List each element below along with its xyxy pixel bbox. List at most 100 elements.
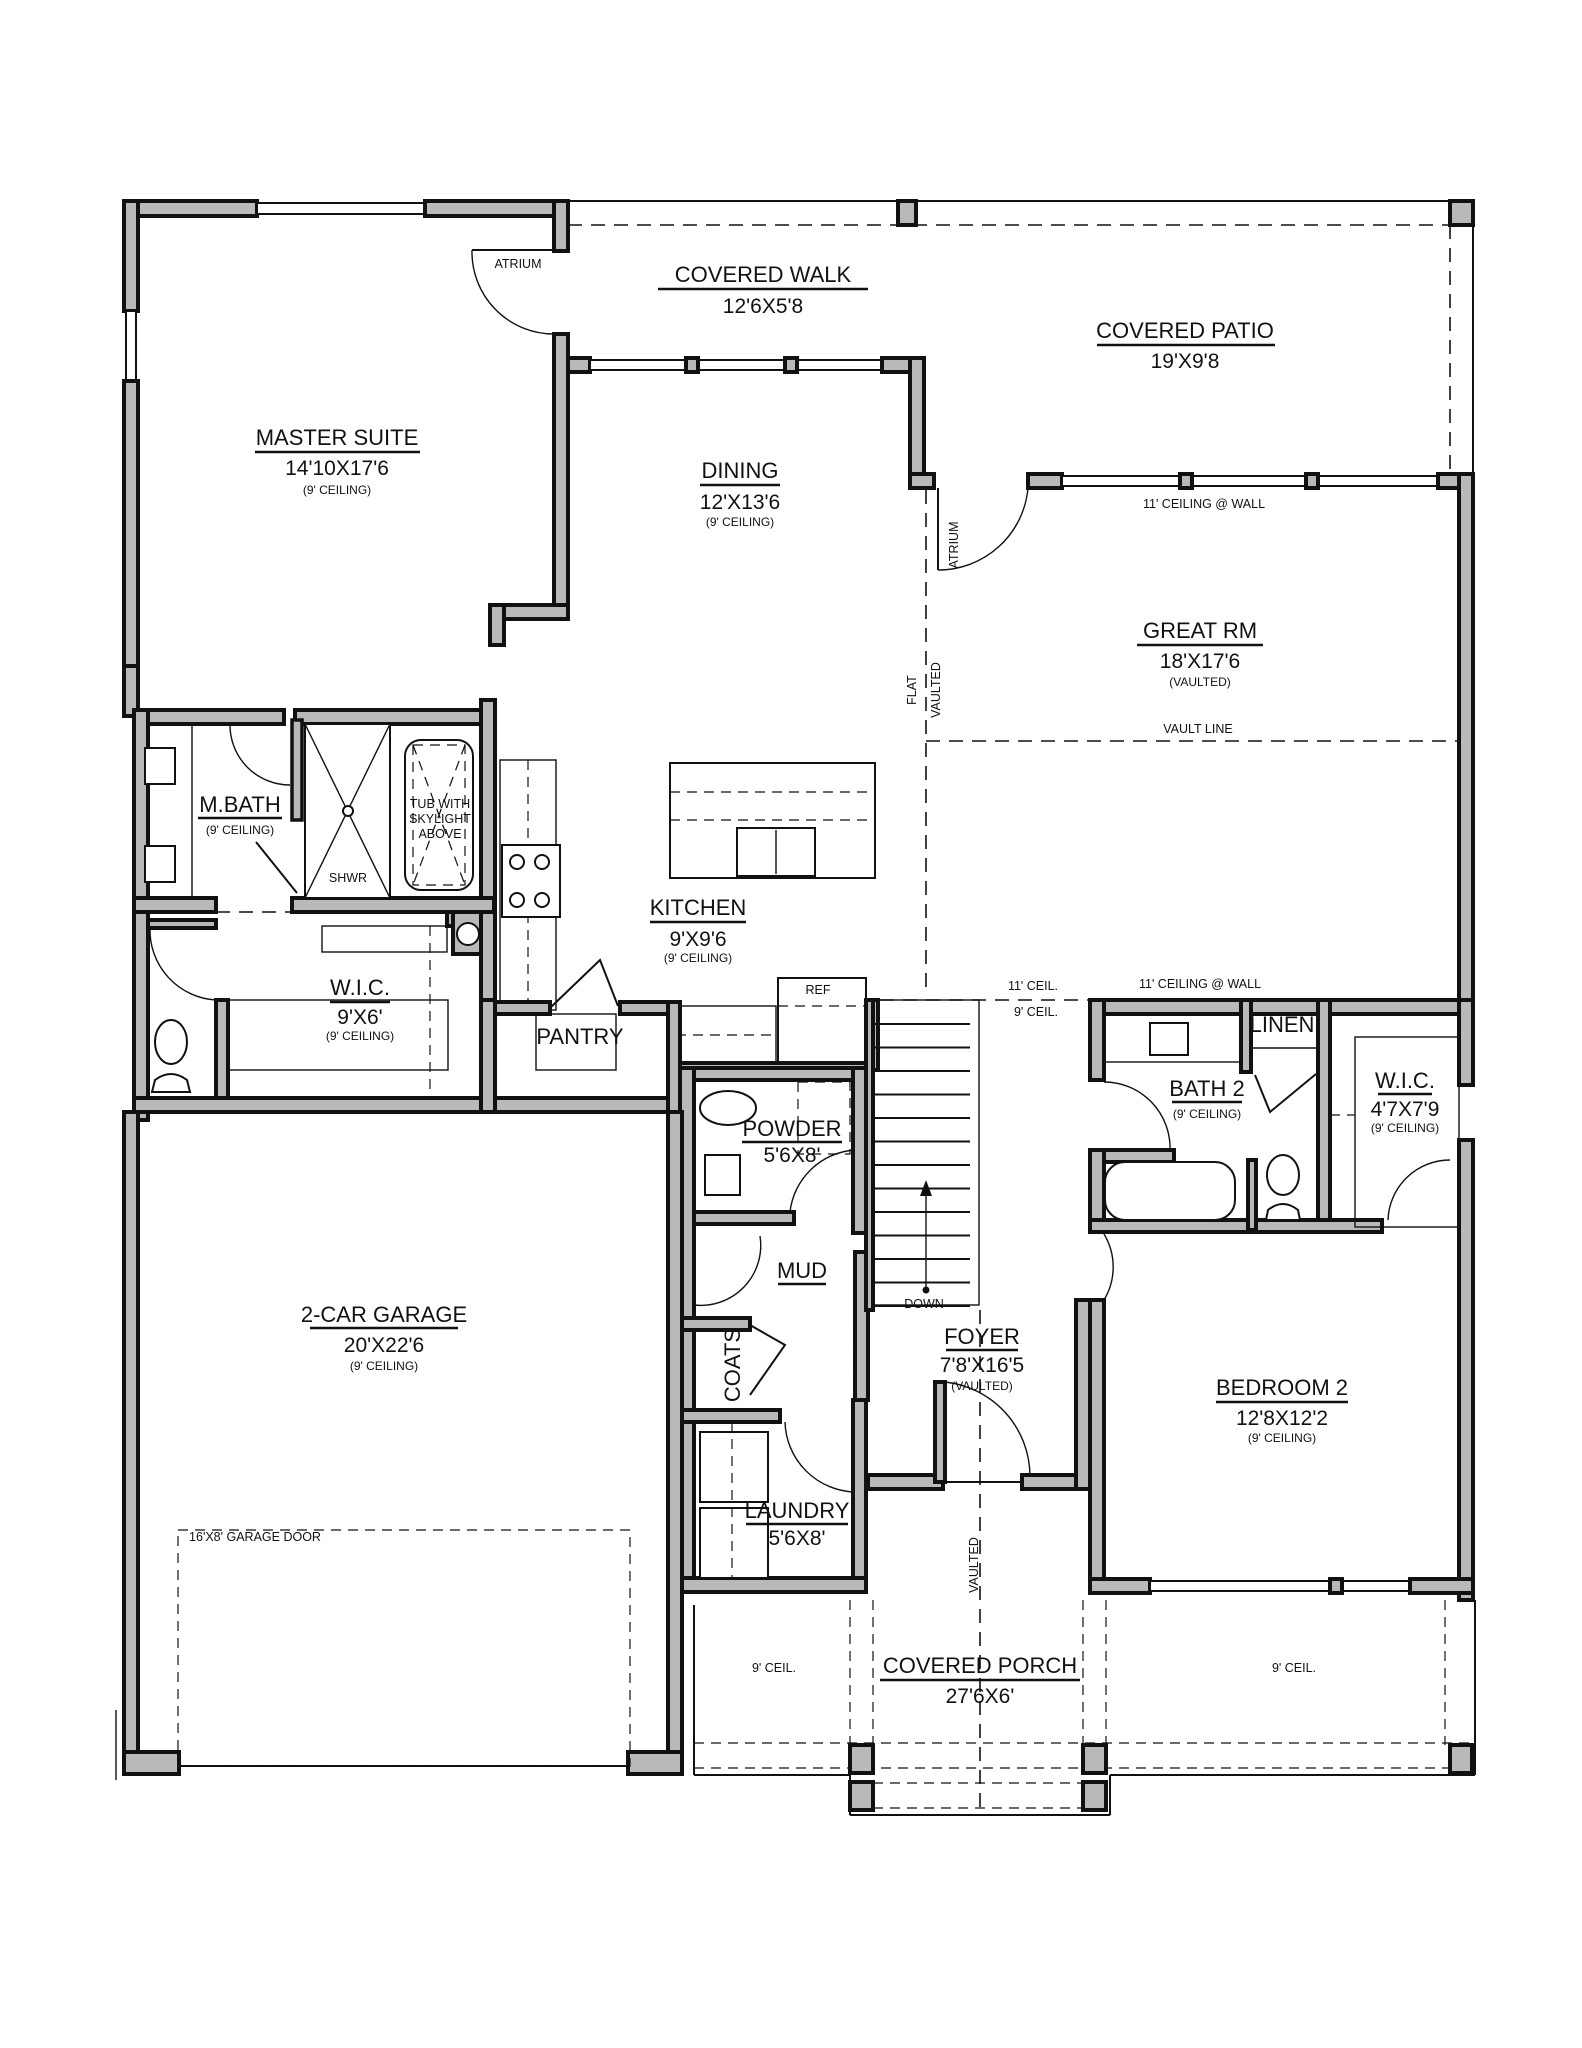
svg-text:COVERED PORCH: COVERED PORCH [883,1653,1077,1678]
label-foyer: FOYER 7'8'X16'5 (VAULTED) [940,1324,1024,1393]
tub-label: SKYLIGHT [409,812,471,826]
svg-text:(9' CEILING): (9' CEILING) [326,1029,394,1043]
master-bath-fixtures [144,723,474,899]
svg-text:W.I.C.: W.I.C. [1375,1068,1435,1093]
staircase [864,998,980,1312]
covered-porch-outline [693,1600,1476,1816]
ceiling-note: 11' CEILING @ WALL [1143,497,1265,511]
toilet-icon [1266,1154,1300,1196]
svg-text:9'X9'6: 9'X9'6 [669,928,726,951]
label-powder: POWDER 5'6X8' [742,1116,842,1167]
label-kitchen: KITCHEN 9'X9'6 (9' CEILING) [650,895,747,965]
label-dining: DINING 12'X13'6 (9' CEILING) [700,458,780,529]
tub-label: TUB WITH [410,797,470,811]
porch-post [1081,1780,1108,1812]
tub-icon [1104,1161,1236,1221]
svg-text:BEDROOM 2: BEDROOM 2 [1216,1375,1348,1400]
svg-text:27'6X6': 27'6X6' [946,1685,1015,1708]
porch-ceiling-right: 9' CEIL. [1272,1661,1316,1675]
pantry-shelf [535,1013,617,1071]
label-covered-walk: COVERED WALK 12'6X5'8 [658,262,868,318]
svg-text:(9' CEILING): (9' CEILING) [1371,1121,1439,1135]
master-wic-walls [132,910,676,1114]
shower-label: SHWR [329,871,367,885]
porch-ceiling-left: 9' CEIL. [752,1661,796,1675]
svg-text:5'6X8': 5'6X8' [768,1527,825,1550]
svg-text:(9' CEILING): (9' CEILING) [1173,1107,1241,1121]
svg-text:2-CAR GARAGE: 2-CAR GARAGE [301,1302,467,1327]
atrium-door-master[interactable] [471,249,555,335]
ceiling-9-label: 9' CEIL. [1014,1005,1058,1019]
svg-text:LAUNDRY: LAUNDRY [745,1498,850,1523]
svg-text:(9' CEILING): (9' CEILING) [206,823,274,837]
dining-walls [566,356,936,490]
svg-text:18'X17'6: 18'X17'6 [1160,650,1240,673]
master-suite-walls [122,199,570,718]
vault-line-label: VAULT LINE [1163,722,1232,736]
cooktop-icon [501,844,561,918]
foyer-walls [866,1298,1092,1491]
label-coats: COATS [720,1328,745,1402]
sink-icon [144,747,176,785]
label-master-suite: MASTER SUITE 14'10X17'6 (9' CEILING) [255,425,420,497]
atrium-door-great[interactable] [937,487,1029,571]
svg-text:20'X22'6: 20'X22'6 [344,1334,424,1357]
svg-text:12'6X5'8: 12'6X5'8 [723,295,803,318]
great-room-walls [1026,472,1475,1051]
water-heater-icon [456,922,480,946]
svg-text:(VAULTED): (VAULTED) [1169,675,1231,689]
svg-text:(9' CEILING): (9' CEILING) [706,515,774,529]
svg-text:(9' CEILING): (9' CEILING) [1248,1431,1316,1445]
svg-text:9'X6': 9'X6' [337,1006,382,1029]
svg-text:POWDER: POWDER [743,1116,842,1141]
label-bedroom2: BEDROOM 2 12'8X12'2 (9' CEILING) [1216,1375,1348,1445]
porch-post [1448,1743,1474,1775]
garage-door-label: 16'X8' GARAGE DOOR [189,1530,321,1544]
label-laundry: LAUNDRY 5'6X8' [745,1498,850,1550]
vaulted-label: VAULTED [929,662,943,718]
label-covered-porch: COVERED PORCH 27'6X6' [880,1653,1080,1708]
svg-text:4'7X7'9: 4'7X7'9 [1371,1098,1440,1121]
garage-door-outline [177,1529,631,1767]
porch-post [848,1743,875,1775]
atrium-label: ATRIUM [495,257,542,271]
svg-text:5'6X8': 5'6X8' [763,1144,820,1167]
svg-text:(9' CEILING): (9' CEILING) [303,483,371,497]
svg-text:(9' CEILING): (9' CEILING) [350,1359,418,1373]
svg-text:COVERED WALK: COVERED WALK [675,262,852,287]
toilet-icon [154,1019,188,1065]
svg-text:DINING: DINING [702,458,779,483]
covered-patio-outline [568,199,1475,478]
sink-icon [144,845,176,883]
svg-text:14'10X17'6: 14'10X17'6 [285,457,389,480]
label-bath2: BATH 2 (9' CEILING) [1169,1076,1244,1121]
svg-text:MUD: MUD [777,1258,827,1283]
porch-vaulted-label: VAULTED [967,1537,981,1593]
svg-text:12'X13'6: 12'X13'6 [700,491,780,514]
stairs-down-label: DOWN [904,1297,944,1311]
bath2-fixtures [1103,1013,1460,1228]
ceiling-11-label: 11' CEIL. [1008,979,1058,993]
sink-icon [704,1154,741,1196]
label-wic2: W.I.C. 4'7X7'9 (9' CEILING) [1371,1068,1440,1135]
label-m-bath: M.BATH (9' CEILING) [198,792,282,837]
utility-fixtures [693,1081,856,1579]
patio-post [1448,199,1475,227]
toilet-icon [699,1090,757,1126]
porch-post [848,1780,875,1812]
tub-label: ABOVE [418,827,461,841]
washer-icon [699,1431,769,1503]
label-covered-patio: COVERED PATIO 19'X9'8 [1096,318,1275,373]
svg-text:(9' CEILING): (9' CEILING) [664,951,732,965]
svg-text:GREAT RM: GREAT RM [1143,618,1257,643]
svg-text:19'X9'8: 19'X9'8 [1151,350,1220,373]
label-mud: MUD [777,1258,827,1286]
svg-text:KITCHEN: KITCHEN [650,895,747,920]
svg-text:COVERED PATIO: COVERED PATIO [1096,318,1274,343]
svg-text:BATH 2: BATH 2 [1169,1076,1244,1101]
svg-text:FOYER: FOYER [944,1324,1020,1349]
svg-text:M.BATH: M.BATH [199,792,280,817]
sink-icon [1149,1022,1189,1056]
label-pantry: PANTRY [536,1024,624,1049]
